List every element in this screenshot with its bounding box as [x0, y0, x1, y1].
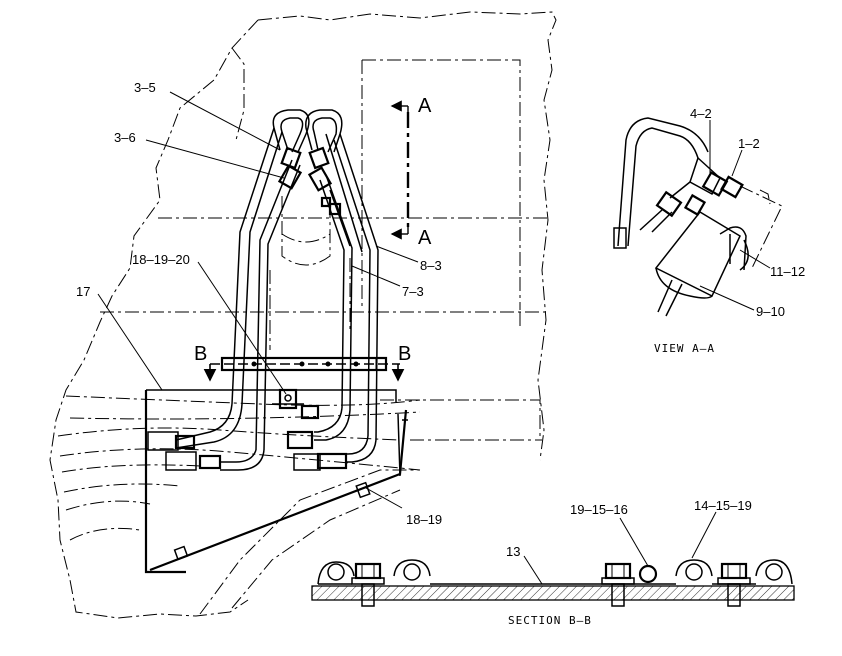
bolt-right — [717, 562, 751, 607]
callout-1-2: 1–2 — [738, 136, 760, 151]
callout-17: 17 — [76, 284, 90, 299]
view-a-a-caption: VIEW A–A — [654, 342, 715, 355]
guard-plate — [144, 388, 408, 574]
callout-labels: 3–5 3–6 4–2 1–2 18–19–20 17 8–3 7–3 11–1… — [76, 80, 805, 559]
leader-lines — [97, 91, 771, 585]
callout-8-3: 8–3 — [420, 258, 442, 273]
section-b-right-label: B — [398, 343, 411, 365]
section-b-left-label: B — [194, 343, 207, 365]
bolt-left — [351, 562, 385, 607]
callout-3-5: 3–5 — [134, 80, 156, 95]
bolt-middle — [601, 562, 635, 607]
callout-4-2: 4–2 — [690, 106, 712, 121]
section-a-cutline: A A — [390, 95, 432, 249]
callout-14-15-19: 14–15–19 — [694, 498, 752, 513]
section-b-b-caption: SECTION B–B — [508, 614, 592, 627]
section-b-b — [311, 559, 795, 607]
section-a-bottom-label: A — [418, 227, 432, 249]
view-a-a — [613, 117, 783, 317]
section-a-top-label: A — [418, 95, 432, 117]
hose-fittings — [147, 404, 348, 471]
hydraulic-tubes — [175, 109, 379, 471]
clamp-bar: B B — [194, 343, 411, 382]
callout-3-6: 3–6 — [114, 130, 136, 145]
callout-18-19: 18–19 — [406, 512, 442, 527]
callout-18-19-20: 18–19–20 — [132, 252, 190, 267]
callout-19-15-16: 19–15–16 — [570, 502, 628, 517]
callout-9-10: 9–10 — [756, 304, 785, 319]
callout-7-3: 7–3 — [402, 284, 424, 299]
callout-13: 13 — [506, 544, 520, 559]
callout-11-12: 11–12 — [770, 264, 805, 279]
machine-body-outline — [49, 11, 557, 619]
